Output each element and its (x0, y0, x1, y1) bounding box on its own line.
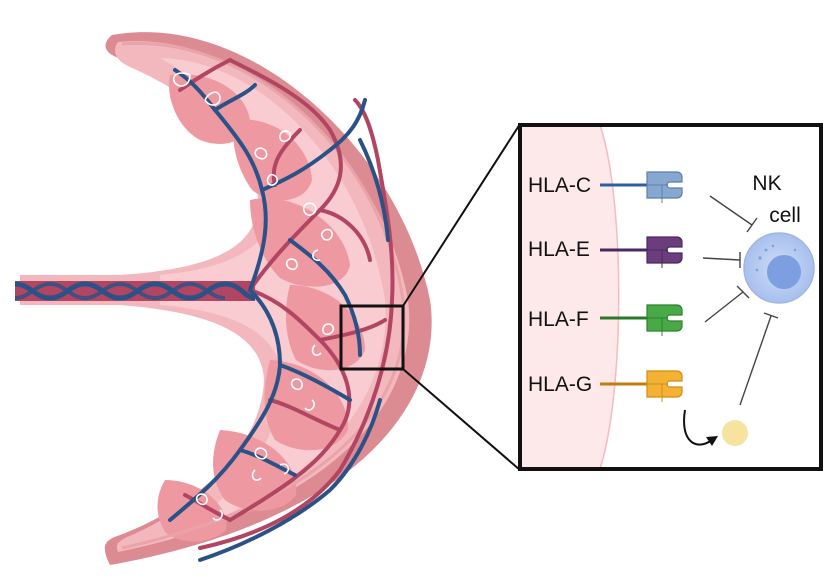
inhibition-arrow-icon (702, 195, 779, 406)
placenta-rim-line (121, 41, 406, 550)
nk-label-line2: cell (769, 204, 801, 227)
inset-panel: HLA-C HLA-E HLA-F HLA-G (518, 123, 823, 471)
hla-g-receptor-icon (600, 370, 683, 402)
hla-c-receptor-icon (600, 171, 683, 203)
label-hla-c: HLA-C (528, 174, 591, 197)
label-hla-e: HLA-E (528, 238, 590, 261)
secretion-arrow-icon (683, 409, 718, 446)
arteries (178, 58, 395, 550)
hla-f-receptor-icon (600, 304, 683, 336)
zoom-region-box (339, 304, 405, 371)
veins (168, 68, 390, 562)
label-hla-f: HLA-F (528, 308, 589, 331)
villi (172, 72, 335, 521)
trophoblast-layer (520, 125, 619, 469)
nk-label-line1: NK (752, 172, 781, 195)
soluble-hla-g-icon (722, 420, 748, 446)
hla-e-receptor-icon (600, 236, 683, 268)
zoom-connector-top (402, 123, 521, 307)
label-hla-g: HLA-G (528, 373, 592, 396)
umbilical-cord (14, 281, 256, 301)
placenta-illustration (14, 32, 432, 565)
zoom-connector-bottom (402, 368, 521, 471)
nk-cell-icon (743, 232, 815, 304)
